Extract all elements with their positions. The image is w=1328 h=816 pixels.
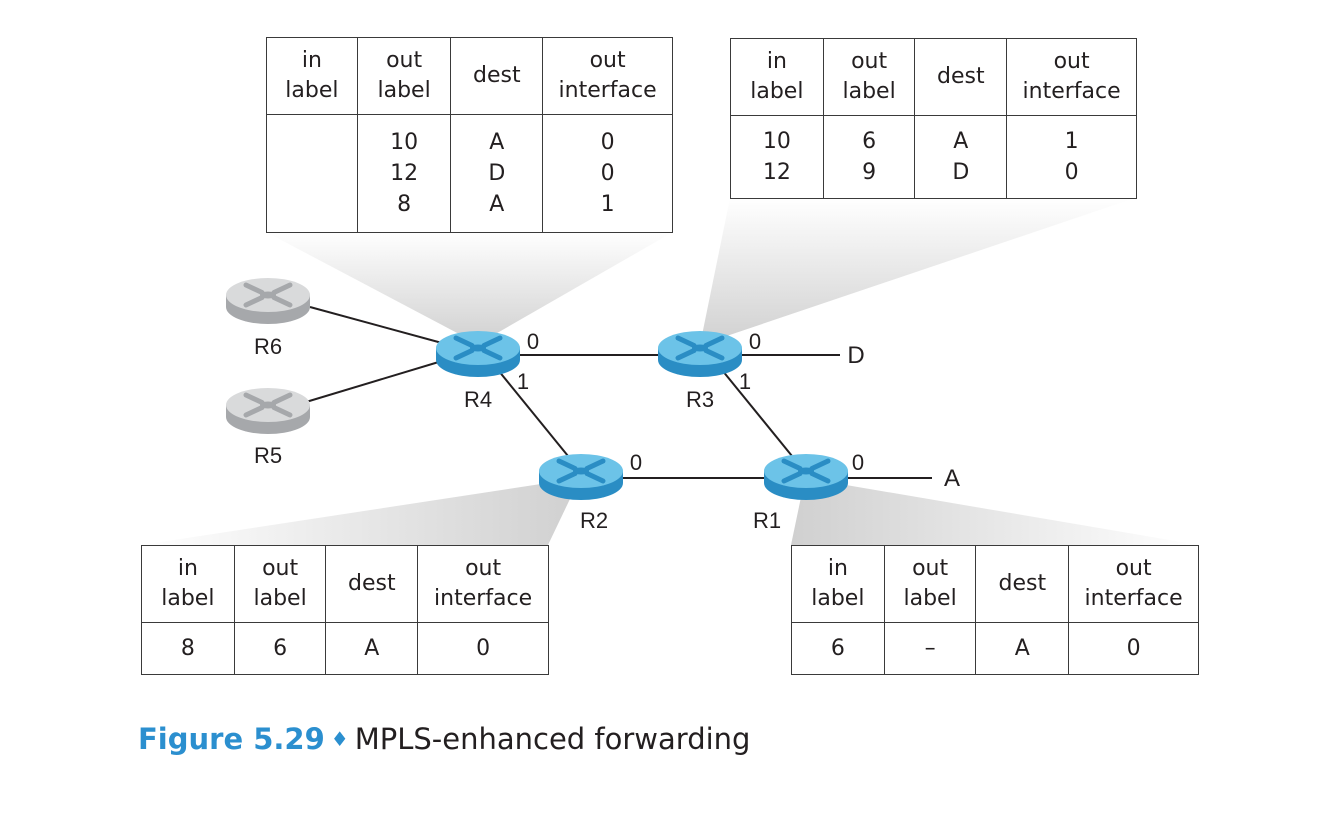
r1-in-label-cell: 6 <box>791 622 885 675</box>
link-r4-r2 <box>497 369 569 457</box>
header-dest: dest <box>325 545 419 623</box>
router-r1-icon <box>764 454 848 500</box>
r2-table-callout <box>141 478 580 545</box>
header-dest: dest <box>975 545 1070 623</box>
destination-a: A <box>944 465 960 492</box>
router-r6-icon <box>226 278 310 324</box>
destination-d: D <box>847 342 864 369</box>
figure-caption: Figure 5.29♦MPLS-enhanced forwarding <box>138 722 750 756</box>
header-dest: dest <box>450 37 544 115</box>
interface-r4-1: 1 <box>517 369 529 394</box>
router-r2-icon <box>539 454 623 500</box>
router-label-r5: R5 <box>254 443 282 468</box>
link-r3-r1 <box>721 369 793 457</box>
r1-out-label-cell: – <box>883 622 977 675</box>
r2-out-label-cell: 6 <box>233 622 327 675</box>
r1-out-interface-cell: 0 <box>1068 622 1199 675</box>
router-label-r4: R4 <box>464 387 492 412</box>
router-label-r1: R1 <box>753 508 781 533</box>
diamond-separator-icon: ♦ <box>330 727 349 751</box>
figure-number: Figure 5.29 <box>138 722 325 756</box>
r1-table-callout <box>791 478 1199 545</box>
interface-r3-1: 1 <box>739 369 751 394</box>
router-label-r2: R2 <box>580 508 608 533</box>
interface-r4-0: 0 <box>527 329 539 354</box>
router-r5-icon <box>226 388 310 434</box>
header-dest: dest <box>914 38 1008 116</box>
r2-dest-cell: A <box>325 622 419 675</box>
r2-out-interface-cell: 0 <box>417 622 549 675</box>
router-label-r3: R3 <box>686 387 714 412</box>
r3-table-callout <box>700 198 1135 345</box>
r4-in-label-cell <box>266 114 358 233</box>
r1-dest-cell: A <box>975 622 1070 675</box>
r2-in-label-cell: 8 <box>141 622 235 675</box>
router-r4-icon <box>436 331 520 377</box>
link-r5-r4 <box>305 360 443 403</box>
figure-title: MPLS-enhanced forwarding <box>354 722 751 756</box>
router-r3-icon <box>658 331 742 377</box>
r4-table-callout <box>266 232 673 344</box>
interface-r1-0: 0 <box>852 450 864 475</box>
interface-r2-0: 0 <box>630 450 642 475</box>
router-label-r6: R6 <box>254 334 282 359</box>
link-r6-r4 <box>309 306 443 344</box>
interface-r3-0: 0 <box>749 329 761 354</box>
